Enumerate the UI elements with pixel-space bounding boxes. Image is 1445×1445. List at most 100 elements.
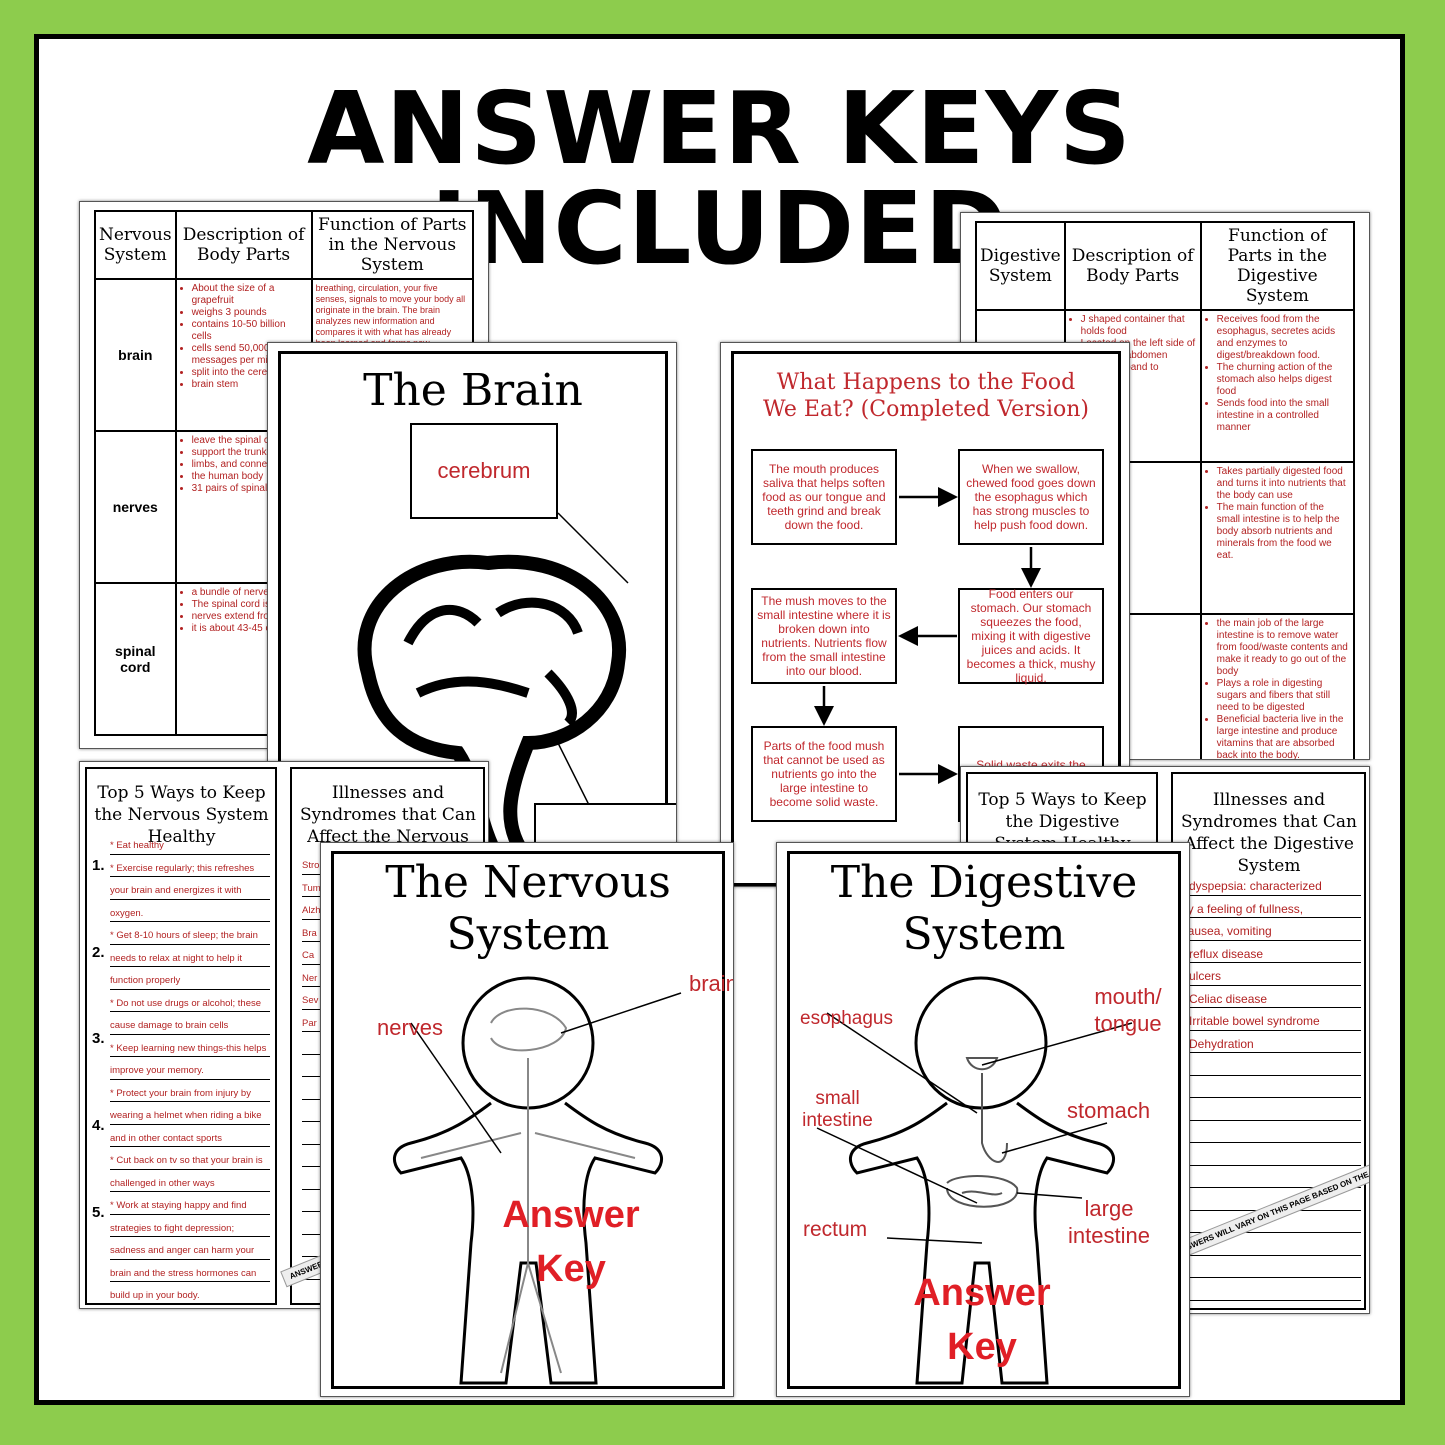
list-item: the main job of the large intestine is t…: [1217, 618, 1350, 678]
rectum-label: rectum: [803, 1218, 868, 1241]
lined-row: * Keep learning new things-this helps: [110, 1035, 270, 1057]
lined-row: your brain and energizes it with: [110, 877, 270, 900]
step-box: The mush moves to the small intestine wh…: [751, 588, 897, 684]
table-cell: Takes partially digested food and turns …: [1199, 461, 1356, 615]
list-item: J shaped container that holds food: [1081, 314, 1197, 338]
table-header: Digestive System: [975, 221, 1066, 311]
lined-row: wearing a helmet when riding a bike: [110, 1102, 270, 1125]
lined-row: * Irritable bowel syndrome: [1181, 1008, 1361, 1031]
lined-row: challenged in other ways: [110, 1170, 270, 1192]
list-item: weighs 3 pounds: [192, 307, 308, 319]
list-item: support the trunk: [192, 447, 308, 459]
lined-row: [1181, 1278, 1361, 1301]
digestive-body-icon: [816, 976, 1133, 1385]
list-item: brain stem: [192, 379, 308, 391]
row-label: spinal cord: [94, 582, 177, 736]
lined-row: strategies to fight depression;: [110, 1215, 270, 1237]
lined-row: build up in your body.: [110, 1282, 270, 1305]
number-label: 3.: [92, 1030, 105, 1047]
table-cell: the main job of the large intestine is t…: [1199, 613, 1356, 759]
row-label: brain: [94, 278, 177, 432]
lined-row: [1181, 1076, 1361, 1098]
table-header: Function of Parts in the Nervous System: [310, 210, 475, 280]
flow-arrows: [814, 487, 1041, 784]
lined-row: [1181, 1233, 1361, 1256]
lined-row: needs to relax at night to help it: [110, 945, 270, 967]
small-intestine-label: small intestine: [802, 1088, 873, 1131]
list-item: cells send 50,000 messages per mi: [192, 343, 308, 367]
lined-row: * Get 8-10 hours of sleep; the brain: [110, 922, 270, 945]
answer-key-label: Answer Key: [502, 1194, 640, 1290]
lined-row: brain and the stress hormones can: [110, 1260, 270, 1282]
brain-label: brain: [689, 971, 734, 996]
list-item: contains 10-50 billion cells: [192, 319, 308, 343]
lined-row: oxygen.: [110, 900, 270, 922]
lined-row: * Protect your brain from injury by: [110, 1080, 270, 1102]
table-header: Function of Parts in the Digestive Syste…: [1199, 221, 1356, 311]
cerebrum-label: cerebrum: [410, 423, 558, 519]
step-box: Food enters our stomach. Our stomach squ…: [958, 587, 1104, 685]
lined-row: cause damage to brain cells: [110, 1012, 270, 1035]
lined-row: * Work at staying happy and find: [110, 1192, 270, 1215]
number-label: 1.: [92, 857, 105, 874]
list-item: Takes partially digested food and turns …: [1217, 466, 1350, 502]
digestive-poster: The Digestive System esophagus mouth/ to…: [776, 842, 1190, 1397]
list-item: 31 pairs of spinal: [192, 483, 308, 495]
lined-row: * Do not use drugs or alcohol; these: [110, 990, 270, 1012]
number-label: 2.: [92, 944, 105, 961]
nervous-poster-title: The Nervous System: [385, 857, 671, 960]
list-item: Receives food from the esophagus, secret…: [1217, 314, 1350, 362]
stomach-label: stomach: [1067, 1098, 1151, 1123]
list-item: Sends food into the small intestine in a…: [1217, 398, 1350, 434]
lined-row: * reflux disease: [1181, 941, 1361, 963]
lined-row: * Celiac disease: [1181, 986, 1361, 1008]
list-item: limbs, and conne: [192, 459, 308, 471]
list-item: The churning action of the stomach also …: [1217, 362, 1350, 398]
list-item: a bundle of nerve: [192, 587, 308, 599]
lined-row: [1181, 1211, 1361, 1233]
lined-row: function properly: [110, 967, 270, 990]
row-label: nerves: [94, 430, 177, 584]
lined-row: nausea, vomiting: [1181, 918, 1361, 941]
answer-key-label: Answer Key: [913, 1272, 1051, 1368]
lined-row: * Cut back on tv so that your brain is: [110, 1147, 270, 1170]
lined-row: sadness and anger can harm your: [110, 1237, 270, 1260]
step-box: When we swallow, chewed food goes down t…: [958, 449, 1104, 545]
table-header: Description of Body Parts: [174, 210, 313, 280]
mouth-tongue-label: mouth/ tongue: [1094, 984, 1162, 1036]
lined-row: * dyspepsia: characterized: [1181, 873, 1361, 896]
number-label: 4.: [92, 1117, 105, 1134]
list-item: Plays a role in digesting sugars and fib…: [1217, 678, 1350, 714]
list-item: Beneficial bacteria live in the large in…: [1217, 714, 1350, 759]
step-box: The mouth produces saliva that helps sof…: [751, 449, 897, 545]
lined-row: * Exercise regularly; this refreshes: [110, 855, 270, 877]
lined-row: [1181, 1143, 1361, 1166]
lined-row: [1181, 1053, 1361, 1076]
lined-row: * Eat healthy: [110, 832, 270, 855]
list-item: leave the spinal c: [192, 435, 308, 447]
table-header: Description of Body Parts: [1063, 221, 1202, 311]
lined-row: and in other contact sports: [110, 1125, 270, 1147]
body-outline-icon: [392, 976, 682, 1385]
nerves-label: nerves: [377, 1015, 444, 1040]
list-item: The main function of the small intestine…: [1217, 502, 1350, 562]
headline: ANSWER KEYS INCLUDED: [307, 70, 1132, 287]
lined-row: * ulcers: [1181, 963, 1361, 986]
top5-nervous-title: Top 5 Ways to Keep the Nervous System He…: [94, 783, 269, 847]
lined-row: by a feeling of fullness,: [1181, 896, 1361, 918]
lined-row: [1181, 1121, 1361, 1143]
illness-digestive-lines: * dyspepsia: characterized by a feeling …: [1181, 873, 1361, 1301]
list-item: nerves extend fro: [192, 611, 308, 623]
list-item: the human body: [192, 471, 308, 483]
esophagus-label: esophagus: [800, 1008, 893, 1029]
list-item: it is about 43-45 c: [192, 623, 308, 635]
lined-row: [1181, 1166, 1361, 1188]
list-item: split into the cere: [192, 367, 308, 379]
nervous-poster: The Nervous System brain nerves Answer K…: [320, 842, 734, 1397]
lined-row: improve your memory.: [110, 1057, 270, 1080]
table-cell: Receives food from the esophagus, secret…: [1199, 309, 1356, 463]
illness-digestive-title: Illnesses and Syndromes that Can Affect …: [1181, 790, 1357, 876]
digestive-poster-title: The Digestive System: [830, 857, 1138, 960]
brain-title: The Brain: [363, 365, 583, 416]
number-label: 5.: [92, 1204, 105, 1221]
